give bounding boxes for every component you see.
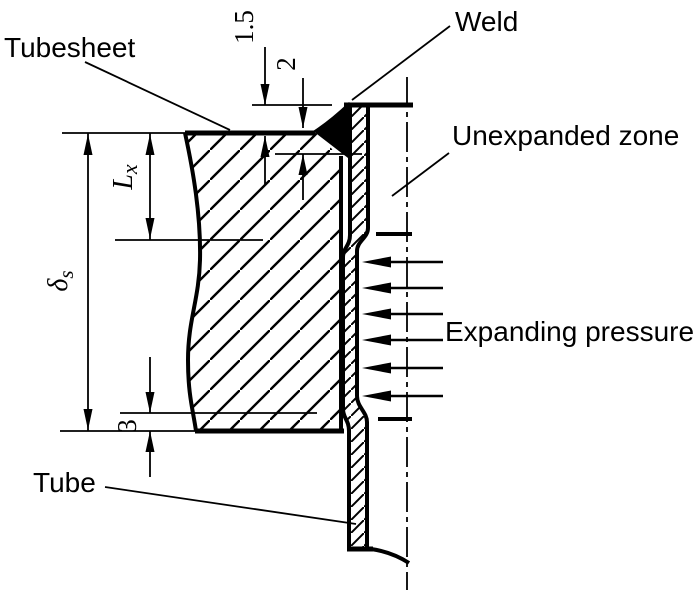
dimension-expansion-length: Lx	[108, 133, 155, 240]
dimension-tubesheet-thickness: δs	[43, 133, 93, 431]
leader-lines	[84, 25, 451, 525]
tubesheet-leader	[84, 61, 231, 131]
weld-fillet	[313, 102, 350, 158]
label-tube: Tube	[33, 467, 96, 498]
tube-inner-wall	[355, 105, 370, 547]
tube-section	[341, 77, 413, 590]
dimension-label-thickness: δs	[43, 270, 78, 291]
tubesheet-break-edge	[183, 132, 203, 432]
label-weld: Weld	[455, 6, 518, 37]
dimension-bottom-margin: 3	[112, 357, 155, 477]
tube-outer-wall	[341, 103, 352, 547]
label-tubesheet: Tubesheet	[4, 32, 135, 63]
dimension-label-weld-depth: 2	[271, 57, 301, 71]
tubesheet-hatch-fill	[185, 131, 341, 431]
label-expanding-pressure: Expanding pressure	[445, 316, 694, 347]
dimension-label-lx: Lx	[108, 164, 142, 191]
dimension-weld-depth: 2	[271, 57, 308, 200]
tube-bottom-break-curve	[370, 547, 411, 565]
dimension-label-bottom-margin: 3	[112, 419, 142, 433]
expanding-pressure-arrows	[362, 256, 443, 402]
weld-leader	[351, 25, 451, 101]
label-unexpanded-zone: Unexpanded zone	[452, 120, 679, 151]
tube-leader	[104, 486, 357, 525]
unexpanded-zone-leader	[391, 152, 450, 197]
extension-lines	[60, 104, 362, 432]
dimension-tube-protrusion: 1.5	[229, 10, 270, 185]
dimension-label-protrusion: 1.5	[229, 10, 259, 44]
